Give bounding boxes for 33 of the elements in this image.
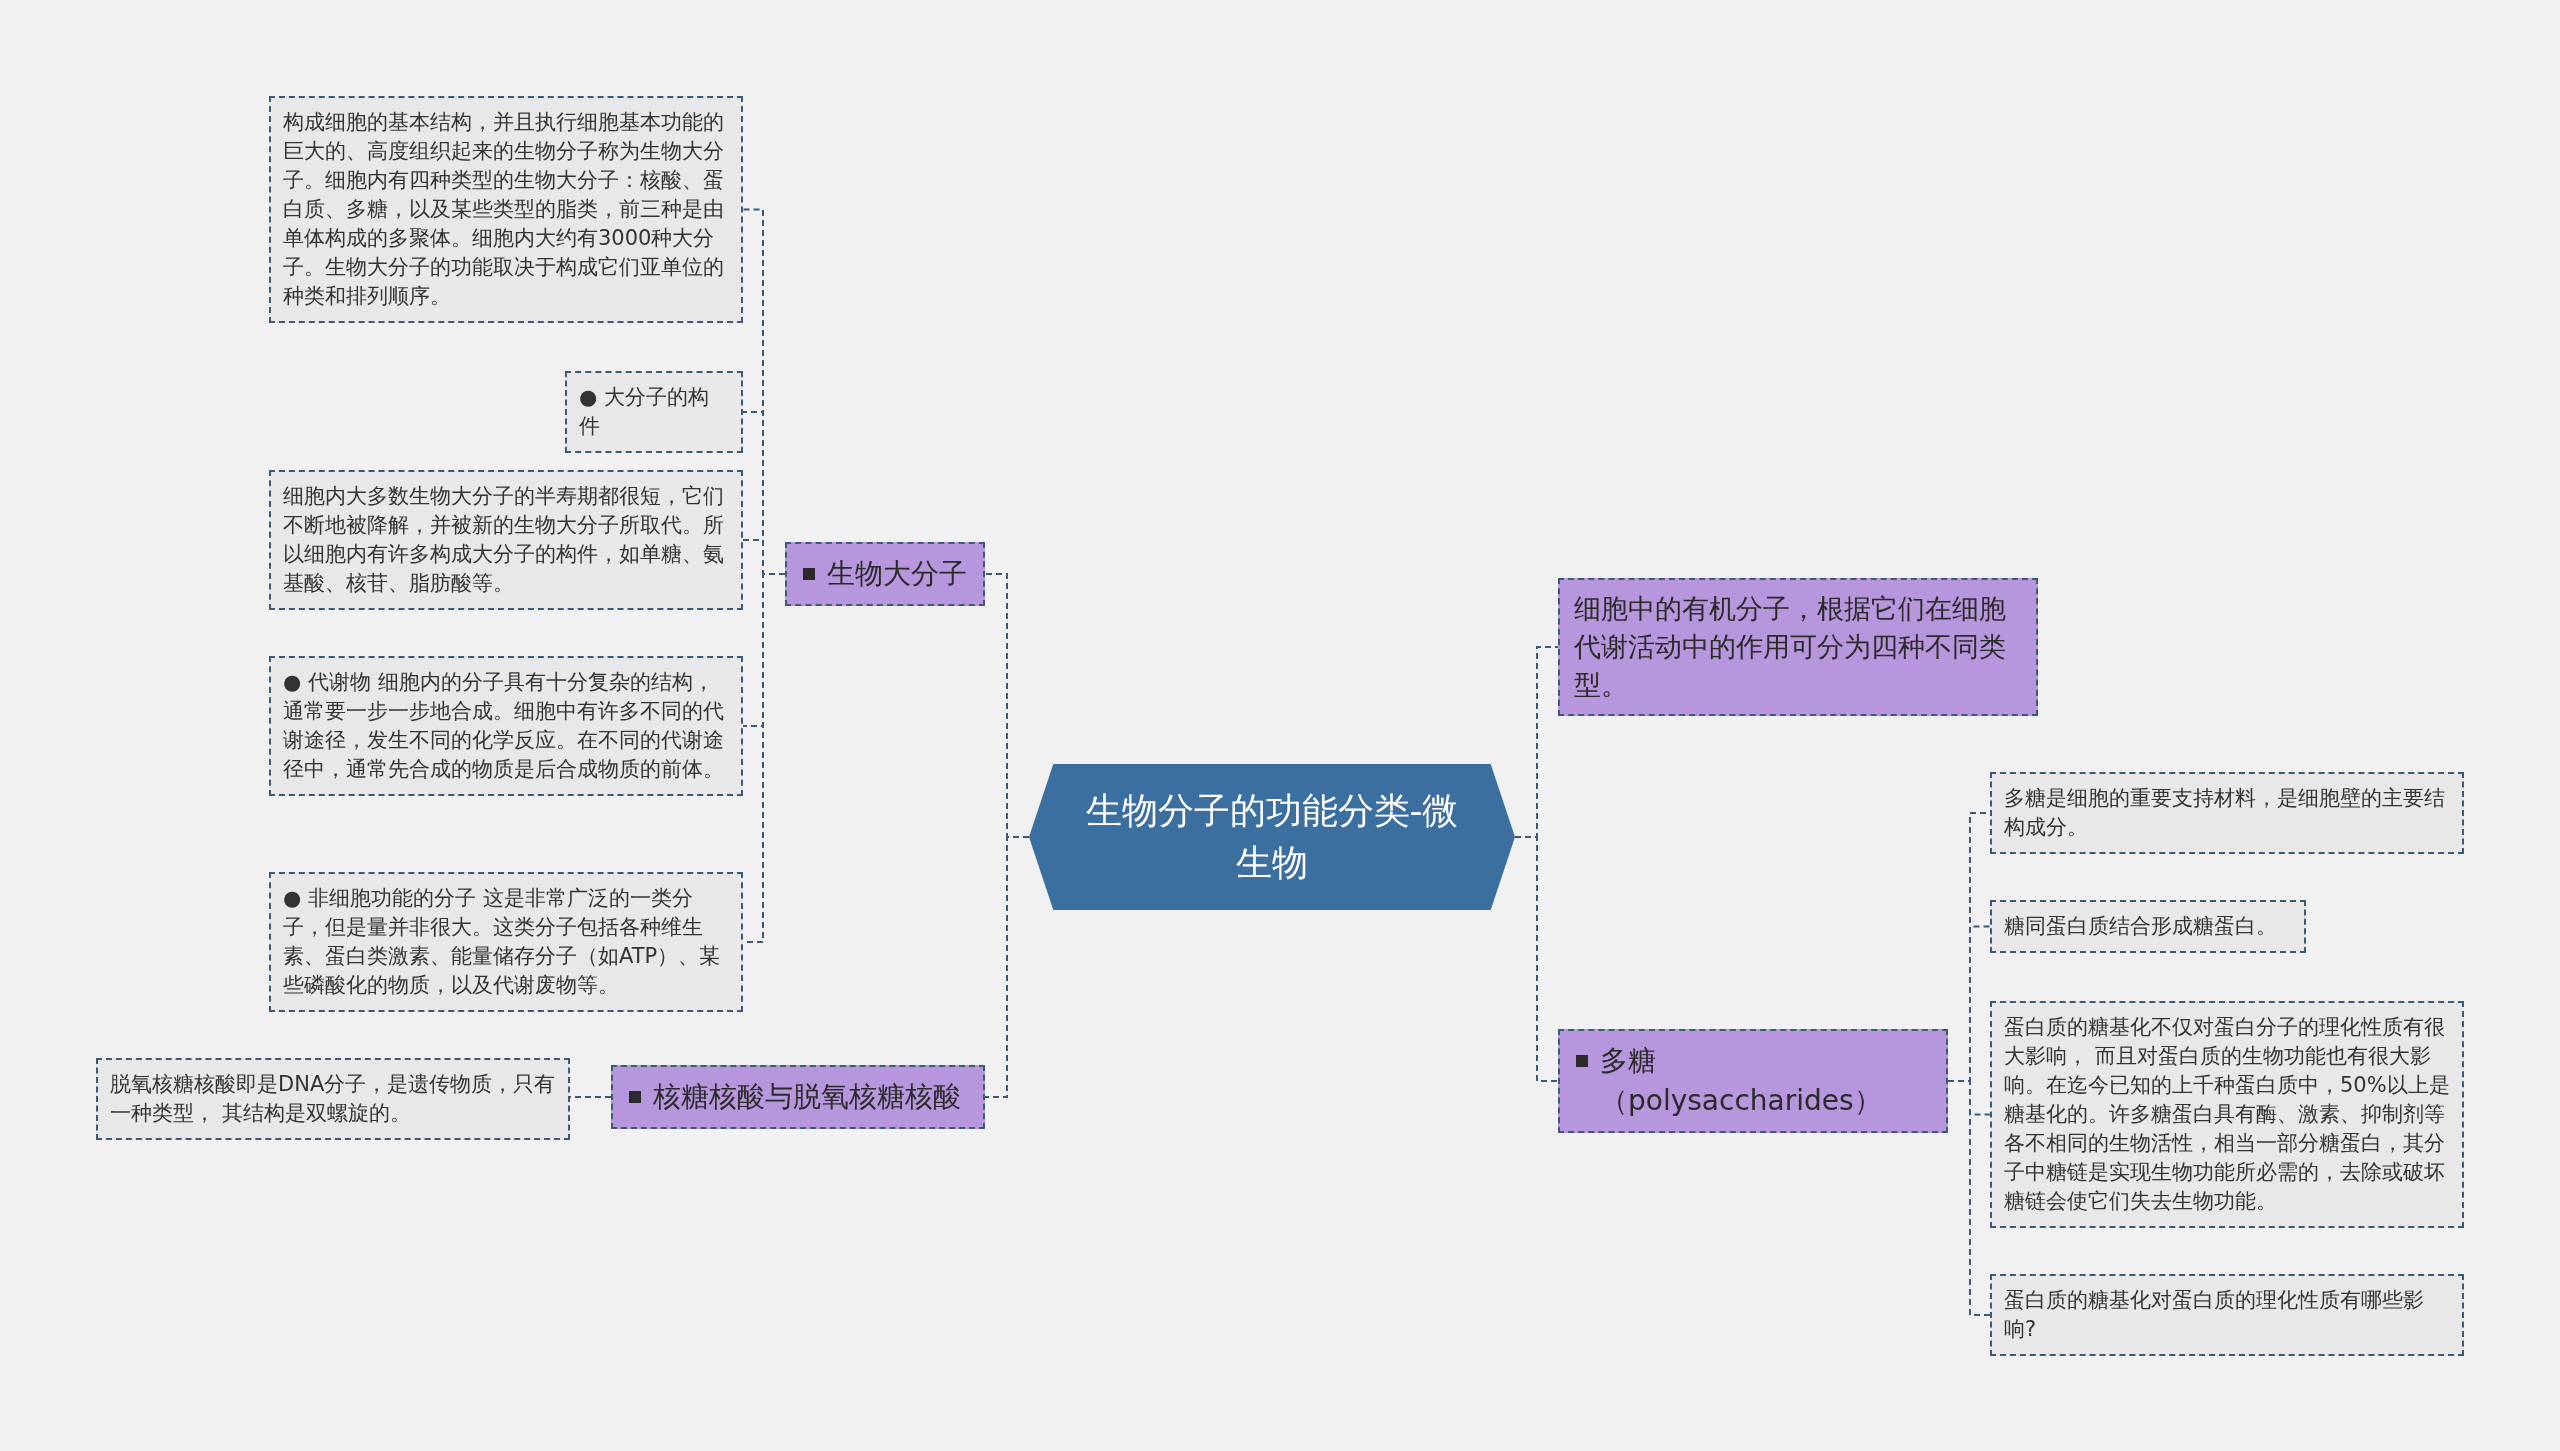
note-box	[269, 96, 743, 323]
branch-box	[1558, 1029, 1948, 1133]
connector-line	[1514, 836, 1559, 1082]
central-topic-hexagon	[1029, 764, 1515, 910]
note-box	[565, 371, 743, 453]
note-box	[1990, 900, 2306, 953]
connector-line	[984, 836, 1030, 1098]
note-box	[269, 656, 743, 796]
branch-label: 核糖核酸与脱氧核糖核酸	[653, 1079, 961, 1115]
note-text: ● 代谢物 细胞内的分子具有十分复杂的结构，通常要一步一步地合成。细胞中有许多不同的代谢途径，发生不同的化学反应。在不同的代谢途径中，通常先合成的物质是后合成物质的前体。	[283, 670, 724, 781]
note-text: ● 大分子的构件	[579, 385, 709, 438]
note-box	[269, 872, 743, 1012]
note-box	[1990, 1274, 2464, 1356]
branch-label: 生物大分子	[827, 556, 967, 592]
branch-box	[1558, 578, 2038, 716]
branch-box	[785, 542, 985, 606]
note-text: 脱氧核糖核酸即是DNA分子，是遗传物质，只有一种类型， 其结构是双螺旋的。	[110, 1072, 556, 1125]
note-text: 细胞内大多数生物大分子的半寿期都很短，它们不断地被降解，并被新的生物大分子所取代。所以细胞内有许多构成大分子的构件，如单糖、氨基酸、核苷、脂肪酸等。	[283, 484, 724, 595]
note-box	[1990, 772, 2464, 854]
branch-label: 细胞中的有机分子，根据它们在细胞代谢活动中的作用可分为四种不同类型。	[1574, 592, 2007, 702]
topic-title: 生物分子的功能分类-微生物	[1084, 789, 1460, 885]
note-text: 糖同蛋白质结合形成糖蛋白。	[2004, 914, 2277, 938]
note-text: ● 非细胞功能的分子 这是非常广泛的一类分子，但是量并非很大。这类分子包括各种维生素、蛋白类激素、能量储存分子（如ATP）、某些磷酸化的物质，以及代谢废物等。	[283, 886, 721, 997]
branch-box	[611, 1065, 985, 1129]
note-box	[96, 1058, 570, 1140]
note-text: 多糖是细胞的重要支持材料，是细胞壁的主要结构成分。	[2004, 786, 2445, 839]
note-text: 蛋白质的糖基化对蛋白质的理化性质有哪些影响?	[2004, 1288, 2424, 1341]
note-text: 蛋白质的糖基化不仅对蛋白分子的理化性质有很大影响， 而且对蛋白质的生物功能也有很大影响。在迄今已知的上千种蛋白质中，50%以上是糖基化的。许多糖蛋白具有酶、激素、抑制剂等各不相同的生物活性，相当一部分糖蛋白，其分子中糖链是实现生物功能所必需的，去除或破坏糖链会使它们失去生物功能。	[2004, 1015, 2450, 1213]
branch-label: 多糖（polysaccharides）	[1600, 1043, 1883, 1119]
note-text: 构成细胞的基本结构，并且执行细胞基本功能的巨大的、高度组织起来的生物分子称为生物大分子。细胞内有四种类型的生物大分子：核酸、蛋白质、多糖，以及某些类型的脂类，前三种是由单体构成的多聚体。细胞内大约有3000种大分子。生物大分子的功能取决于构成它们亚单位的种类和排列顺序。	[283, 110, 724, 308]
note-box	[1990, 1001, 2464, 1228]
connector-line	[1947, 1080, 1991, 1316]
note-box	[269, 470, 743, 610]
